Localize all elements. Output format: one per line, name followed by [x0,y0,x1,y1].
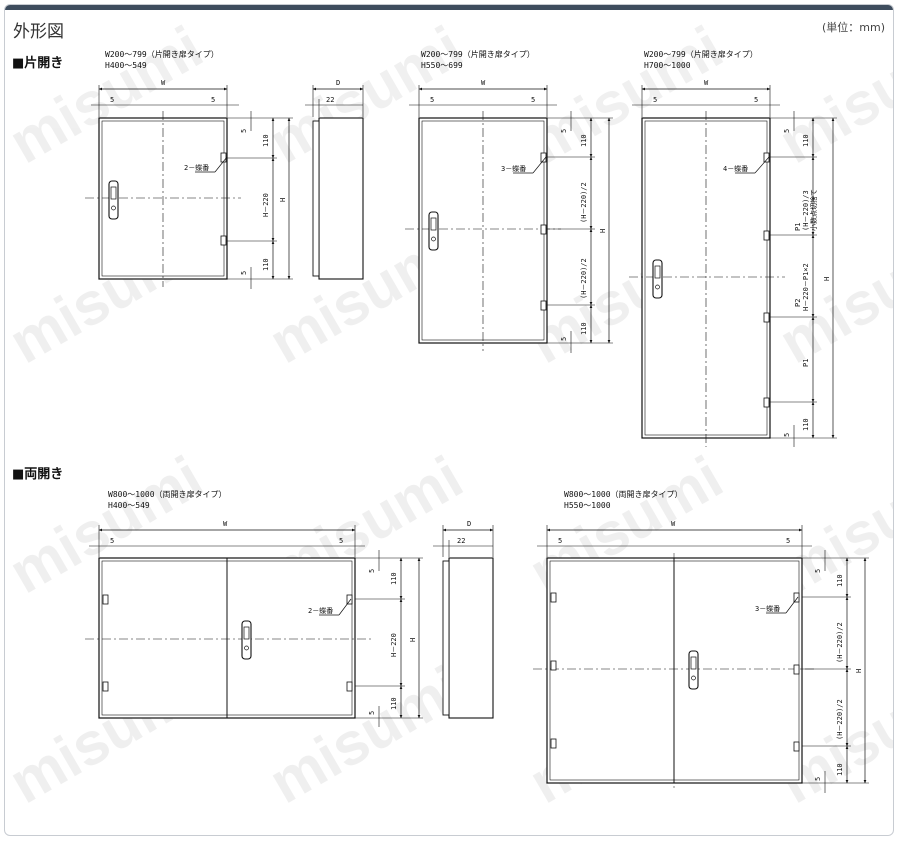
watermark: misumi [768,13,894,176]
drawing-single-h400-549: W200～799（片開き扉タイプ） H400～549 W 5 5 2－蝶番 [85,49,293,289]
watermark: misumi [768,213,894,376]
spec-height-range: H550～699 [421,61,463,70]
dim-w: W [704,79,709,87]
drawing-single-h700-1000: W200～799（片開き扉タイプ） H700～1000 W 5 5 4－蝶番 [629,49,837,447]
dim-h-220-third: (H－220)/3 [802,190,810,231]
spec-width-range: W200～799（片開き扉タイプ） [644,49,758,59]
drawing-frame: 外形図 (単位：mm) ■片開き ■両開き misumi misumi misu… [4,4,894,836]
dim-p1: P1 [802,359,810,367]
dim-w: W [223,520,228,528]
spec-width-range: W800～1000（両開き扉タイプ） [108,489,227,499]
dim-22: 22 [457,537,465,545]
dim-h: H [409,638,417,642]
dim-h-220: H－220 [390,633,398,657]
dim-5: 5 [814,777,822,781]
dim-p2: P2 [794,299,802,307]
spec-height-range: H700～1000 [644,61,691,70]
spec-height-range: H550～1000 [564,501,611,510]
dim-110: 110 [580,134,588,147]
drawing-single-h550-699: W200～799（片開き扉タイプ） H550～699 W 5 5 3－蝶番 [405,49,613,353]
drawing-double-h400-549: W800～1000（両開き扉タイプ） H400～549 W 5 5 2－蝶番 [85,489,423,727]
dim-h-220-half: (H－220)/2 [580,182,588,223]
dim-d: D [336,79,340,87]
hinge-label: 4－蝶番 [723,164,748,173]
hinge-label: 2－蝶番 [308,606,333,615]
dim-5: 5 [531,96,535,104]
dim-110: 110 [836,763,844,776]
dim-5: 5 [558,537,562,545]
dim-5: 5 [814,569,822,573]
dim-110: 110 [390,572,398,585]
dim-110: 110 [262,134,270,147]
spec-width-range: W800～1000（両開き扉タイプ） [564,489,683,499]
dim-5: 5 [240,129,248,133]
spec-width-range: W200～799（片開き扉タイプ） [421,49,535,59]
dim-w: W [161,79,166,87]
dim-5: 5 [368,569,376,573]
spec-height-range: H400～549 [105,61,147,70]
side-view-single: D 22 [305,79,364,280]
dim-h: H [823,277,831,281]
dim-5: 5 [754,96,758,104]
side-view-double: D 22 [433,520,494,719]
dim-w: W [671,520,676,528]
hinge-label: 3－蝶番 [755,604,780,613]
dim-110: 110 [836,574,844,587]
dim-5: 5 [783,129,791,133]
dim-5: 5 [560,337,568,341]
dim-small-cut-note: 小数点切捨て [809,189,818,231]
dim-5: 5 [110,537,114,545]
dim-h-220: H－220 [262,193,270,217]
dim-5: 5 [240,271,248,275]
dim-110: 110 [390,697,398,710]
dim-5: 5 [211,96,215,104]
dim-5: 5 [368,711,376,715]
dim-p1: P1 [794,223,802,231]
dim-110: 110 [802,418,810,431]
dim-h-220-half: (H－220)/2 [836,699,844,740]
dim-5: 5 [110,96,114,104]
hinge-label: 2－蝶番 [184,163,209,172]
outline-drawings: misumi misumi misumi misumi misumi misum… [5,13,894,816]
dim-5: 5 [430,96,434,104]
hinge-label: 3－蝶番 [501,164,526,173]
spec-height-range: H400～549 [108,501,150,510]
dim-110: 110 [580,322,588,335]
drawing-double-h550-1000: W800～1000（両開き扉タイプ） H550～1000 W 5 5 [533,489,869,793]
page-title: 外形図 [13,22,64,42]
dim-h: H [855,669,863,673]
unit-note: (単位：mm) [821,21,885,34]
dim-22: 22 [326,96,334,104]
dim-110: 110 [802,134,810,147]
dim-5: 5 [783,433,791,437]
dim-110: 110 [262,258,270,271]
dim-5: 5 [560,129,568,133]
dim-d: D [467,520,471,528]
dim-h-220-half: (H－220)/2 [580,258,588,299]
title-bar-accent [5,5,893,10]
section-double-door: ■両開き [12,467,64,482]
section-single-door: ■片開き [12,56,64,71]
dim-5: 5 [653,96,657,104]
dim-h-220-half: (H－220)/2 [836,622,844,663]
dim-h: H [279,198,287,202]
spec-width-range: W200～799（片開き扉タイプ） [105,49,219,59]
dim-5: 5 [339,537,343,545]
dim-w: W [481,79,486,87]
dim-h: H [599,229,607,233]
dim-h-220-p1x2: H－220－P1×2 [802,263,810,311]
dim-5: 5 [786,537,790,545]
